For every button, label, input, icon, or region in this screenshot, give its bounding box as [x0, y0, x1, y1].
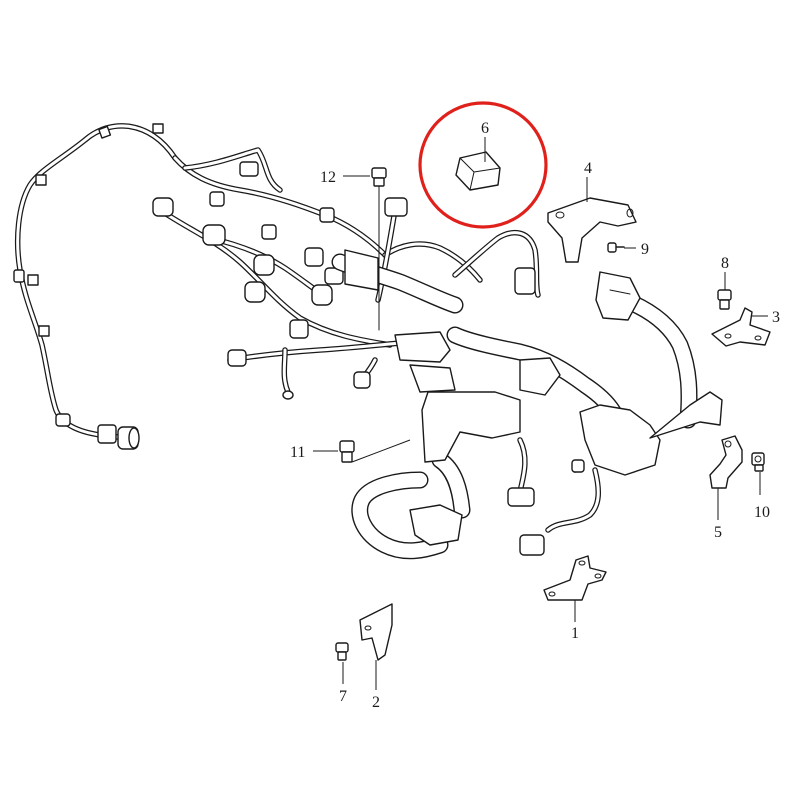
callout-6: 6 [481, 120, 489, 137]
part-10-bolt[interactable] [751, 452, 765, 472]
callout-12: 12 [320, 169, 336, 186]
lower-branch-wires [507, 437, 602, 556]
upper-wire-bundle [157, 147, 541, 395]
leader-lines [313, 137, 768, 690]
main-conduit [331, 253, 698, 560]
part-12-bolt[interactable] [371, 167, 387, 331]
callout-4: 4 [584, 160, 592, 177]
callout-1: 1 [571, 625, 579, 642]
callout-labels: 6 4 9 12 8 3 11 10 5 1 7 2 [290, 120, 780, 711]
highlight-ring [418, 101, 548, 229]
part-3-bracket[interactable] [711, 307, 771, 347]
callout-5: 5 [714, 524, 722, 541]
callout-11: 11 [290, 444, 305, 461]
part-1-bracket[interactable] [543, 555, 607, 601]
callout-2: 2 [372, 694, 380, 711]
part-4-bracket[interactable] [547, 197, 637, 263]
part-5-bracket[interactable] [709, 435, 743, 489]
coil-connectors [152, 161, 536, 400]
junction-blocks [344, 249, 723, 546]
part-9-bolt[interactable] [607, 242, 625, 253]
callout-3: 3 [772, 309, 780, 326]
left-harness-branch [13, 123, 178, 450]
part-6-clip-cap[interactable] [455, 151, 501, 191]
part-2-bracket[interactable] [359, 603, 393, 661]
callout-8: 8 [721, 255, 729, 272]
part-8-bolt[interactable] [717, 289, 732, 310]
callout-10: 10 [754, 504, 770, 521]
callout-9: 9 [641, 241, 649, 258]
part-11-bolt[interactable] [339, 440, 355, 463]
part-7-bolt[interactable] [335, 642, 349, 661]
callout-7: 7 [339, 688, 347, 705]
